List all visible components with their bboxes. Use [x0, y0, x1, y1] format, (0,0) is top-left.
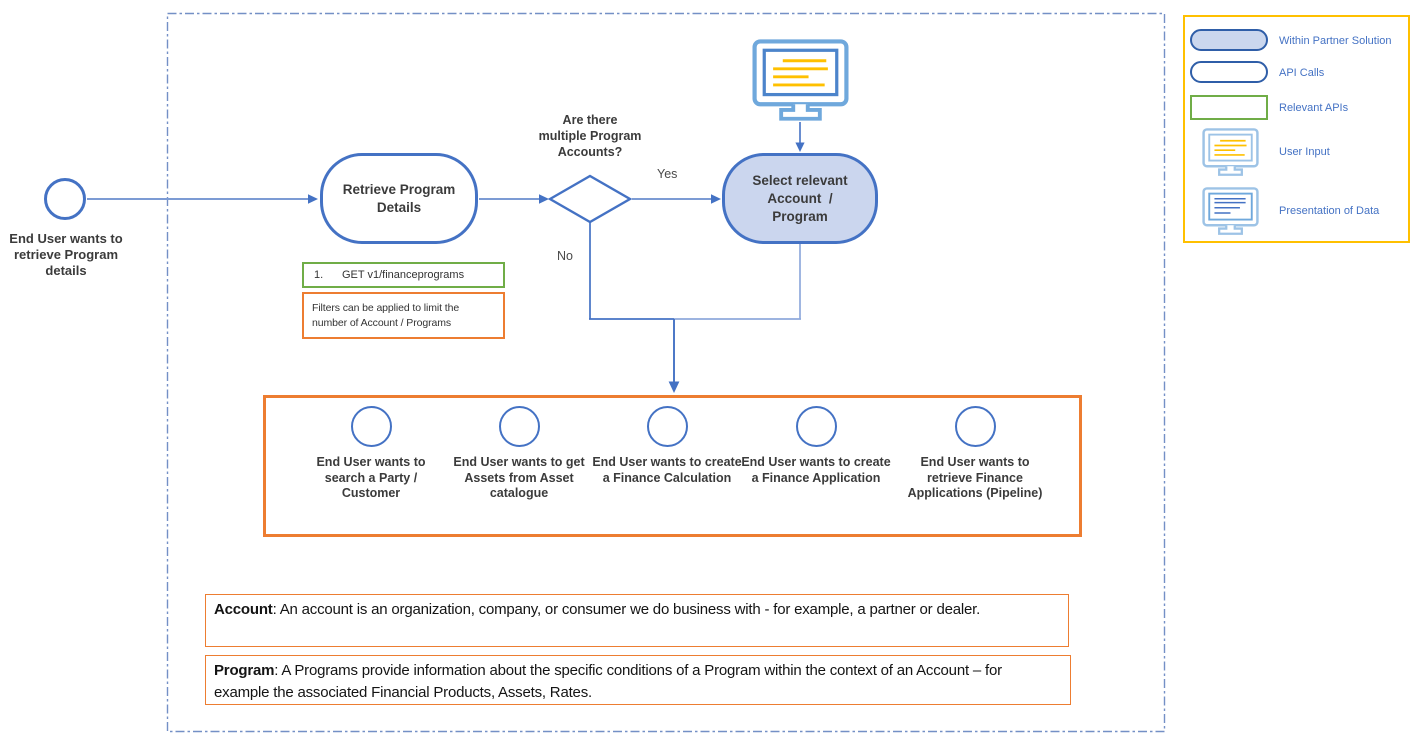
no-path-connector [589, 222, 674, 320]
program-definition-text: : A Programs provide information about t… [214, 662, 1002, 701]
next-steps-container: End User wants to search a Party / Custo… [263, 395, 1082, 537]
start-label: End User wants to retrieve Program detai… [9, 231, 123, 278]
api-call-number: 1. [314, 269, 324, 281]
program-term: Program [214, 662, 275, 679]
filters-note-box: Filters can be applied to limit the numb… [302, 292, 505, 339]
presentation-of-data-legend-icon [1202, 187, 1259, 235]
api-call-endpoint: GET v1/financeprograms [342, 269, 465, 281]
step-event-circle [646, 406, 688, 447]
program-definition-box: Program: A Programs provide information … [205, 655, 1071, 705]
step-event-circle [498, 406, 540, 447]
arrow-decision-to-select [632, 194, 721, 204]
decision-question-line: multiple Program [538, 129, 642, 143]
step-label: End User wants to get Assets from Asset … [453, 455, 585, 500]
arrow-start-to-retrieve [87, 194, 318, 204]
api-call-box: 1. GET v1/financeprograms [302, 262, 505, 288]
legend-label-user-input: User Input [1279, 146, 1330, 158]
step-label: End User wants to create a Finance Appli… [741, 455, 891, 485]
partner-solution-boundary [166, 12, 1166, 733]
legend-label-api-calls: API Calls [1279, 67, 1325, 79]
decision-question-line: Are there [562, 113, 618, 127]
start-event-circle [44, 178, 86, 220]
arrow-retrieve-to-decision [479, 194, 549, 204]
next-step-item: End User wants to retrieve Finance Appli… [900, 406, 1050, 502]
select-account-node: Select relevant Account / Program [722, 153, 878, 244]
legend-green-rect-shape [1190, 95, 1268, 120]
decision-diamond [547, 174, 633, 224]
select-path-connector [674, 244, 801, 320]
next-step-item: End User wants to create a Finance Calcu… [592, 406, 742, 486]
step-label: End User wants to retrieve Finance Appli… [907, 455, 1043, 500]
arrow-to-next-steps [668, 319, 680, 393]
step-event-circle [954, 406, 996, 447]
account-definition-box: Account: An account is an organization, … [205, 594, 1069, 647]
decision-question-line: Accounts? [557, 145, 623, 159]
account-definition-text: : An account is an organization, company… [272, 601, 981, 618]
no-label: No [557, 249, 573, 263]
next-step-item: End User wants to search a Party / Custo… [296, 406, 446, 502]
next-step-item: End User wants to get Assets from Asset … [444, 406, 594, 502]
step-label: End User wants to create a Finance Calcu… [592, 455, 742, 485]
legend: Within Partner Solution API Calls Releva… [1183, 15, 1410, 243]
yes-label: Yes [657, 167, 678, 181]
legend-outline-pill-shape [1190, 61, 1268, 83]
legend-label-presentation-of-data: Presentation of Data [1279, 205, 1380, 217]
retrieve-program-label: Retrieve Program Details [342, 181, 456, 215]
account-term: Account [214, 601, 273, 618]
retrieve-program-node: Retrieve Program Details [320, 153, 478, 244]
user-input-legend-icon [1202, 128, 1259, 176]
select-account-line: Program [772, 208, 828, 224]
select-account-line: Account / [767, 190, 833, 206]
step-label: End User wants to search a Party / Custo… [316, 455, 426, 500]
legend-label-relevant-apis: Relevant APIs [1279, 102, 1349, 114]
step-event-circle [795, 406, 837, 447]
user-input-monitor-icon [752, 39, 849, 121]
legend-filled-pill-shape [1190, 29, 1268, 51]
step-event-circle [350, 406, 392, 447]
select-account-line: Select relevant [752, 172, 848, 188]
next-step-item: End User wants to create a Finance Appli… [741, 406, 891, 486]
arrow-monitor-to-select [795, 122, 805, 152]
legend-label-within-partner: Within Partner Solution [1279, 35, 1392, 47]
decision-question: Are there multiple Program Accounts? [525, 112, 655, 160]
